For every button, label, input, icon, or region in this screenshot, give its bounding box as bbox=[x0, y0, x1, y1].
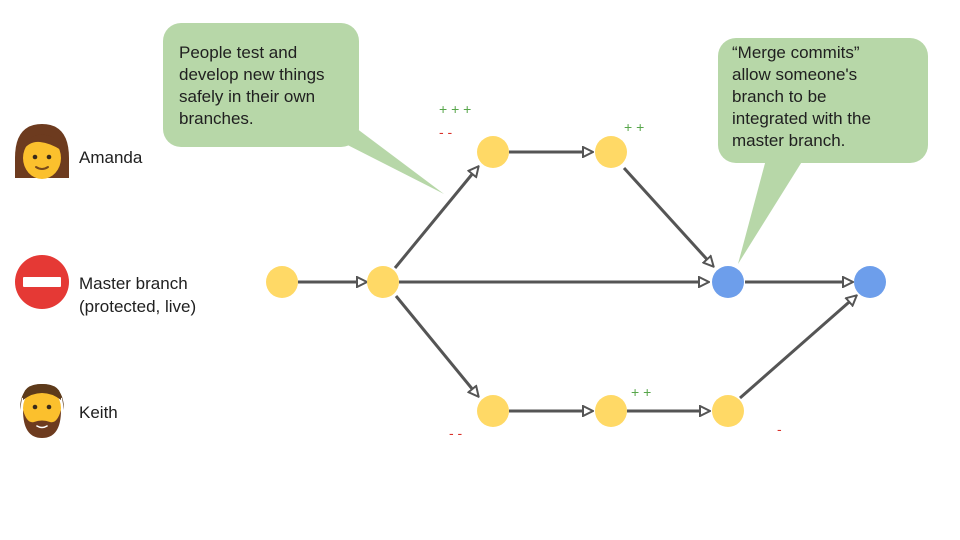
merge-commit-1 bbox=[712, 266, 744, 298]
amanda-commit-1 bbox=[477, 136, 509, 168]
bearded-man-face-icon bbox=[20, 384, 64, 438]
amanda-commit1-added-marks: + + + bbox=[439, 101, 471, 117]
branches-callout: People test and develop new things safel… bbox=[163, 23, 359, 147]
edge-m2-keith1 bbox=[394, 295, 478, 396]
master-commit-2 bbox=[367, 266, 399, 298]
amanda-commit-2 bbox=[595, 136, 627, 168]
edge-m2-amanda1 bbox=[393, 167, 478, 269]
merge-callout-tail bbox=[738, 152, 808, 264]
keith-commit1-removed-marks: - - bbox=[449, 425, 463, 441]
master-lane-label: Master branch bbox=[79, 274, 188, 293]
master-commit-1 bbox=[266, 266, 298, 298]
keith-lane-label: Keith bbox=[79, 403, 118, 422]
edge-keith3-merge2 bbox=[739, 296, 856, 400]
no-entry-icon bbox=[15, 255, 69, 309]
amanda-commit2-added-marks: + + bbox=[624, 119, 644, 135]
woman-face-icon bbox=[15, 124, 69, 179]
amanda-commit1-removed-marks: - - bbox=[439, 124, 453, 140]
edges bbox=[298, 152, 856, 411]
keith-commit-3 bbox=[712, 395, 744, 427]
keith-commit3-removed-marks: - bbox=[777, 421, 782, 437]
master-lane-sublabel: (protected, live) bbox=[79, 297, 196, 316]
keith-commit-1 bbox=[477, 395, 509, 427]
merge-commit-2 bbox=[854, 266, 886, 298]
keith-commit-2 bbox=[595, 395, 627, 427]
keith-commit2-added-marks: + + bbox=[631, 384, 651, 400]
edge-amanda2-merge1 bbox=[622, 166, 713, 266]
commit-nodes bbox=[266, 136, 886, 427]
amanda-lane-label: Amanda bbox=[79, 148, 143, 167]
merge-callout: “Merge commits” allow someone's branch t… bbox=[718, 38, 928, 163]
